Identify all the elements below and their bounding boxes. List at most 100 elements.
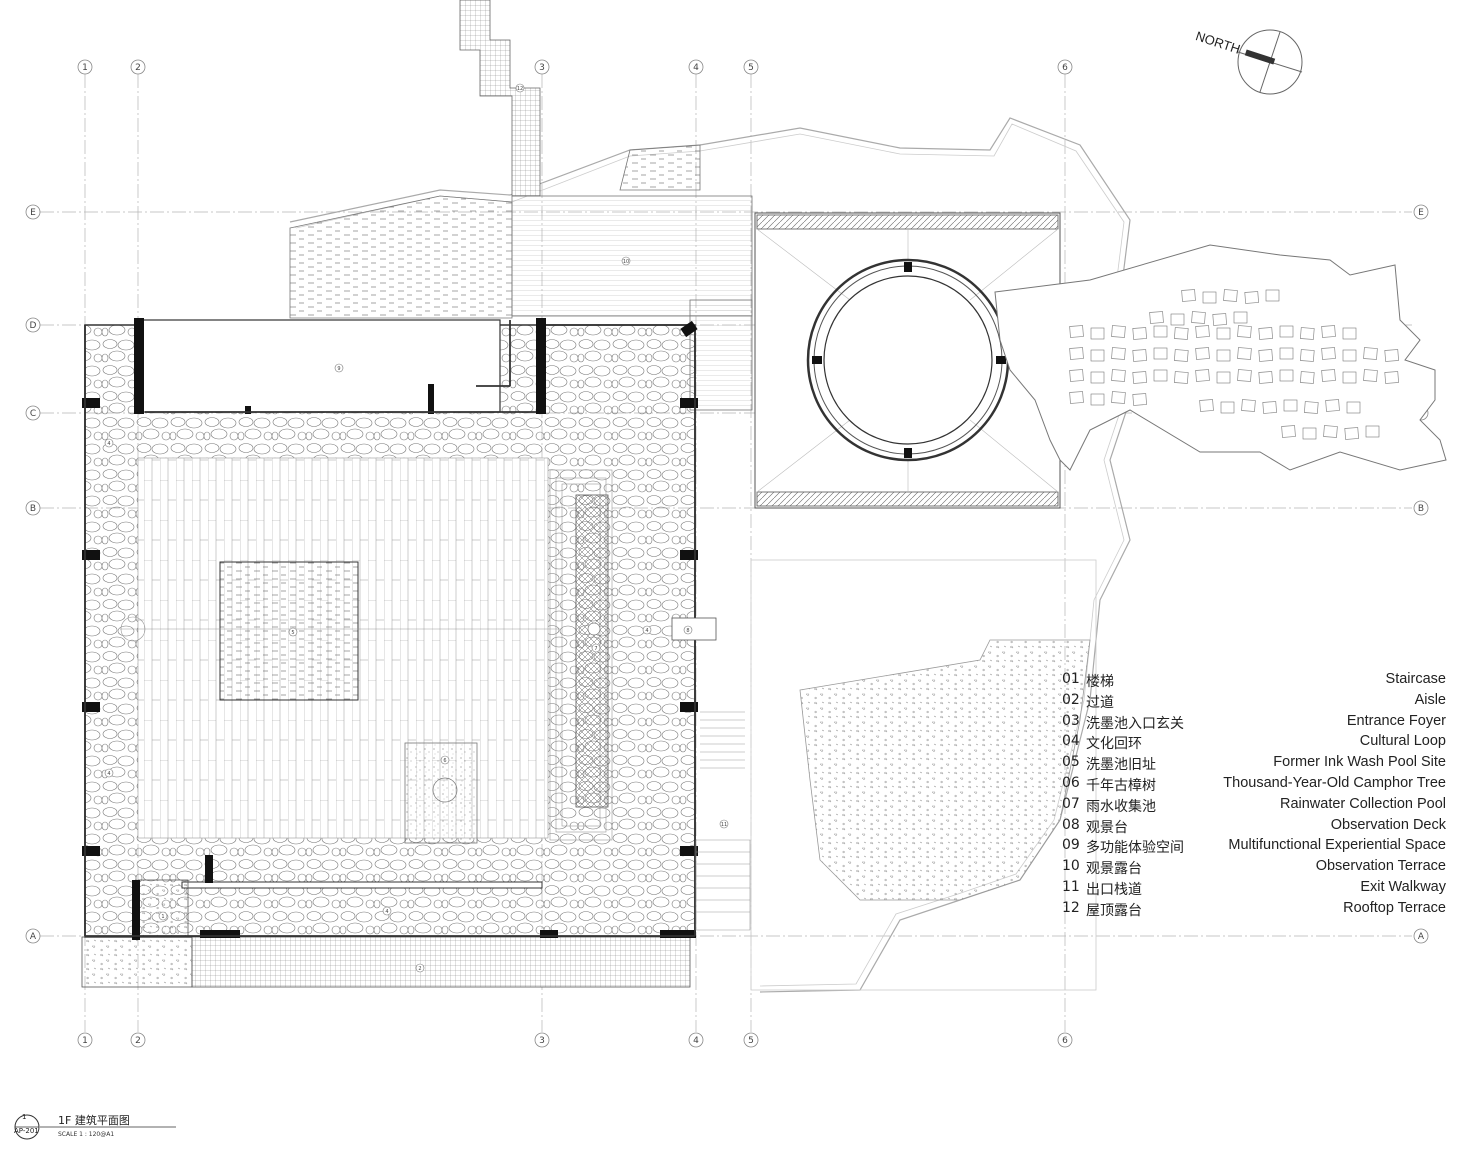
terrace-seat: [1384, 349, 1399, 362]
terrace-seat: [1216, 327, 1231, 340]
terrace-seat: [1069, 347, 1084, 360]
legend-item-number: 07: [1062, 795, 1080, 812]
room-number: 4: [107, 771, 110, 777]
timber-deck: [511, 195, 753, 317]
room-markers: [104, 83, 729, 973]
room-number: 12: [517, 86, 523, 92]
grid-col-label-bottom: 6: [1062, 1036, 1068, 1046]
terrace-seat: [1304, 401, 1319, 414]
observation-ring-inner: [823, 275, 993, 445]
terrace-seat: [1323, 425, 1338, 438]
grid-row-label-left: B: [30, 504, 36, 514]
entrance-gravel: [81, 936, 193, 988]
grid-row-label-left: C: [30, 409, 36, 419]
terrace-seat: [1233, 311, 1248, 324]
north-arrow-icon: [1237, 29, 1303, 95]
camphor-tree-plot: [404, 742, 478, 844]
terrace-seat: [1111, 325, 1126, 338]
ring-posts: [812, 262, 1006, 458]
legend-item-english-label: Aisle: [1414, 691, 1446, 708]
legend-item-number: 05: [1062, 754, 1080, 771]
room-number: 4: [107, 441, 110, 447]
legend-item-english-label: Former Ink Wash Pool Site: [1273, 754, 1446, 771]
room-number: 9: [337, 366, 340, 372]
terrace-seat: [1346, 401, 1361, 414]
grid-col-label-top: 4: [693, 63, 699, 73]
legend-item-number: 12: [1062, 899, 1080, 916]
pond-area-top: [619, 144, 701, 191]
terrace-seat: [1191, 311, 1206, 324]
legend-item-number: 01: [1062, 671, 1080, 687]
legend-item-chinese-label: 千年古樟树: [1086, 778, 1156, 794]
bottom-mesh-walk: [191, 936, 691, 988]
terrace-seat: [1195, 369, 1210, 382]
grid-col-label-top: 6: [1062, 63, 1068, 73]
terrace-seat: [1202, 291, 1217, 304]
legend-item-chinese-label: 多功能体验空间: [1086, 840, 1184, 857]
timber-deck-right: [689, 299, 753, 411]
terrace-seat: [1223, 289, 1238, 302]
terrace-seat: [1216, 349, 1231, 362]
legend-item: 02 过道 Aisle: [1062, 692, 1446, 712]
terrace-seat: [1132, 349, 1147, 362]
title-block-graphic: [14, 1114, 176, 1140]
terrace-seat: [1281, 425, 1296, 438]
terrace-seat: [1384, 371, 1399, 384]
legend-item-chinese-label: 过道: [1086, 694, 1114, 711]
grid-labels: 1 2 3 4 5 6 1 2 3 4 5 6 A B C D E A B C …: [30, 63, 1425, 1046]
grid-row-label-left: A: [30, 932, 37, 942]
exit-walkway: [695, 711, 751, 931]
multifunctional-space: [139, 319, 501, 413]
terrace-seat: [1153, 347, 1168, 360]
terrace-seat: [1300, 371, 1315, 384]
room-number: 7: [594, 646, 597, 652]
terrace-seat: [1090, 349, 1105, 362]
terrace-seat: [1149, 311, 1164, 324]
terrace-seat: [1174, 327, 1189, 340]
terrace-seat: [1181, 289, 1196, 302]
room-number: 10: [623, 259, 629, 265]
corner-column: [680, 320, 698, 338]
legend-item-chinese-label: 观景台: [1086, 819, 1128, 836]
legend-item-chinese-label: 文化回环: [1086, 736, 1142, 753]
room-number: 11: [721, 822, 727, 828]
terrace-seat: [1325, 399, 1340, 412]
legend-item-number: 02: [1062, 691, 1080, 708]
grid-col-label-bottom: 2: [135, 1036, 141, 1046]
terrace-seat: [1069, 325, 1084, 338]
grid-row-label-right: A: [1418, 932, 1425, 942]
terrace-seat: [1302, 427, 1317, 440]
columns: [82, 318, 698, 940]
deck-bench-top: [756, 214, 1059, 230]
legend-item-number: 08: [1062, 816, 1080, 833]
terrace-seat: [1283, 399, 1298, 412]
legend-item-english-label: Staircase: [1385, 671, 1446, 687]
deck-bench-bottom: [756, 491, 1059, 507]
legend-item-chinese-label: 雨水收集池: [1086, 798, 1156, 815]
stone-path: [459, 0, 541, 197]
legend-item-english-label: Entrance Foyer: [1346, 712, 1446, 729]
terrace-seat: [1365, 425, 1380, 438]
terrace-seat: [1111, 347, 1126, 360]
legend-item-english-label: Thousand-Year-Old Camphor Tree: [1223, 775, 1446, 791]
terrace-seat: [1279, 369, 1294, 382]
room-number: 2: [418, 966, 421, 972]
terrace-seat: [1258, 349, 1273, 362]
observation-balcony: [671, 617, 717, 641]
grid-col-label-top: 1: [82, 63, 88, 73]
legend-item-chinese-label: 屋顶露台: [1086, 902, 1142, 919]
room-number: 4: [385, 909, 388, 915]
terrace-seat: [1342, 327, 1357, 340]
terrace-seat: [1237, 369, 1252, 382]
terrace-seat: [1300, 349, 1315, 362]
terrace-seat: [1170, 313, 1185, 326]
